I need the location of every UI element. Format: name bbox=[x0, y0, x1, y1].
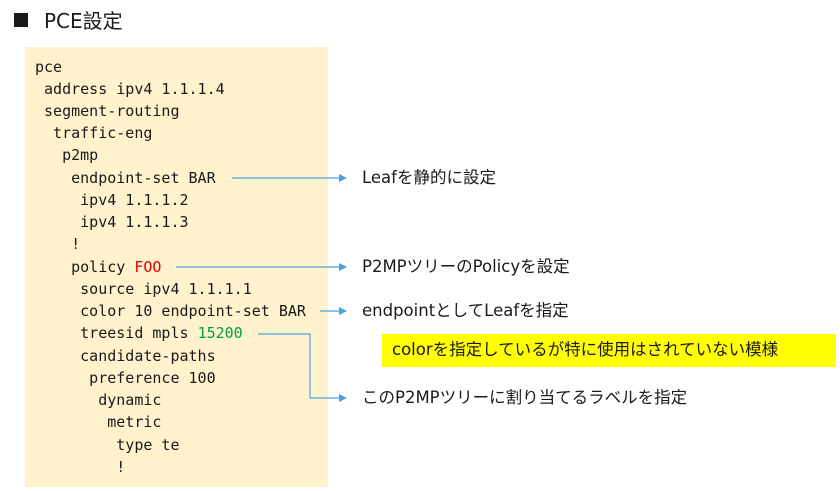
code-line-4: traffic-eng bbox=[35, 124, 153, 142]
code-line-1: pce bbox=[35, 58, 63, 76]
code-line-2: address ipv4 1.1.1.4 bbox=[35, 80, 225, 98]
code-line-7: ipv4 1.1.1.2 bbox=[35, 191, 189, 209]
policy-keyword: policy bbox=[35, 258, 135, 276]
code-line-5: p2mp bbox=[35, 146, 99, 164]
code-line-13: treesid mpls 15200 bbox=[35, 323, 243, 343]
code-line-10: policy FOO bbox=[35, 257, 161, 277]
annotation-policy: P2MPツリーのPolicyを設定 bbox=[362, 257, 570, 276]
code-line-6: endpoint-set BAR bbox=[35, 169, 216, 187]
code-line-19: ! bbox=[35, 458, 126, 476]
black-square-icon bbox=[14, 13, 28, 27]
annotation-endpoint-set: Leafを静的に設定 bbox=[362, 168, 496, 187]
code-line-3: segment-routing bbox=[35, 102, 180, 120]
annotation-color: endpointとしてLeafを指定 bbox=[362, 301, 569, 320]
arrow-treesid bbox=[258, 333, 347, 402]
code-line-14: candidate-paths bbox=[35, 347, 216, 365]
code-line-8: ipv4 1.1.1.3 bbox=[35, 213, 189, 231]
code-line-11: source ipv4 1.1.1.1 bbox=[35, 280, 252, 298]
code-line-18: type te bbox=[35, 436, 180, 454]
code-line-17: metric bbox=[35, 413, 162, 431]
code-line-9: ! bbox=[35, 235, 81, 253]
color-note-highlight: colorを指定しているが特に使用はされていない模様 bbox=[382, 334, 836, 367]
annotation-treesid: このP2MPツリーに割り当てるラベルを指定 bbox=[362, 388, 688, 407]
code-line-16: dynamic bbox=[35, 391, 162, 409]
code-line-15: preference 100 bbox=[35, 369, 216, 387]
section-heading: PCE設定 bbox=[14, 8, 123, 34]
treesid-keyword: treesid mpls bbox=[35, 324, 198, 342]
treesid-label: 15200 bbox=[197, 324, 243, 342]
code-line-12: color 10 endpoint-set BAR bbox=[35, 302, 306, 320]
annotation-color-note: colorを指定しているが特に使用はされていない模様 bbox=[392, 340, 779, 359]
policy-name: FOO bbox=[134, 258, 162, 276]
section-title: PCE設定 bbox=[44, 9, 123, 33]
